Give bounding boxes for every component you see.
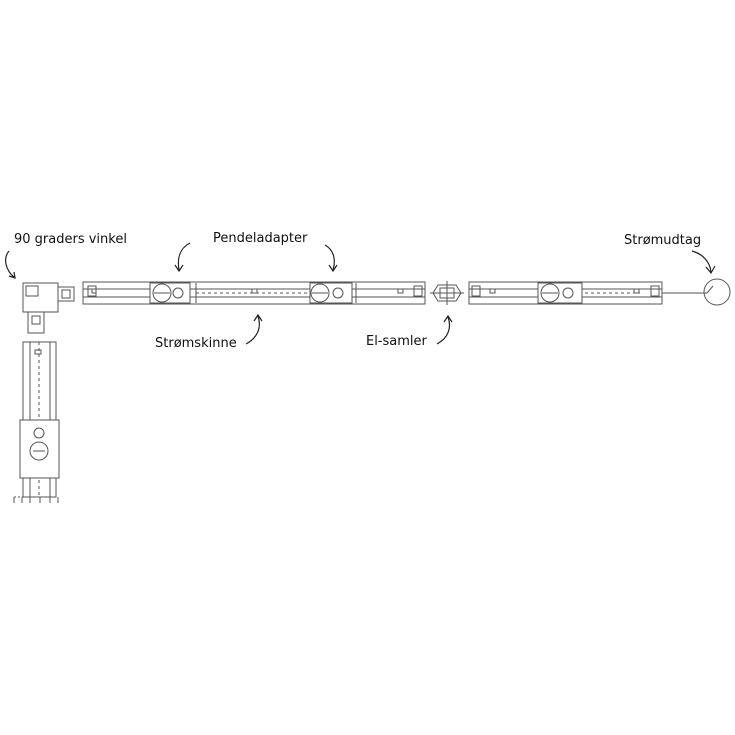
pendant-adapter-1 bbox=[149, 282, 191, 304]
arrow-track bbox=[245, 313, 263, 345]
label-feed: Strømudtag bbox=[624, 233, 702, 248]
electrical-connector bbox=[430, 281, 464, 305]
arrow-connector bbox=[436, 314, 453, 345]
arrow-feed bbox=[691, 250, 716, 275]
arrow-pendant-2 bbox=[324, 244, 338, 273]
arrow-pendant-1 bbox=[174, 242, 191, 273]
arrow-corner bbox=[5, 250, 16, 279]
label-connector: El-samler bbox=[366, 334, 427, 349]
track-section-1 bbox=[82, 281, 426, 305]
power-feed bbox=[662, 278, 731, 306]
vertical-track bbox=[13, 341, 60, 503]
pendant-adapter-2 bbox=[309, 282, 353, 304]
label-corner: 90 graders vinkel bbox=[14, 232, 127, 247]
label-track: Strømskinne bbox=[155, 336, 237, 351]
pendant-adapter-3 bbox=[537, 282, 583, 304]
corner-connector bbox=[22, 282, 75, 334]
label-pendant: Pendeladapter bbox=[213, 231, 308, 246]
